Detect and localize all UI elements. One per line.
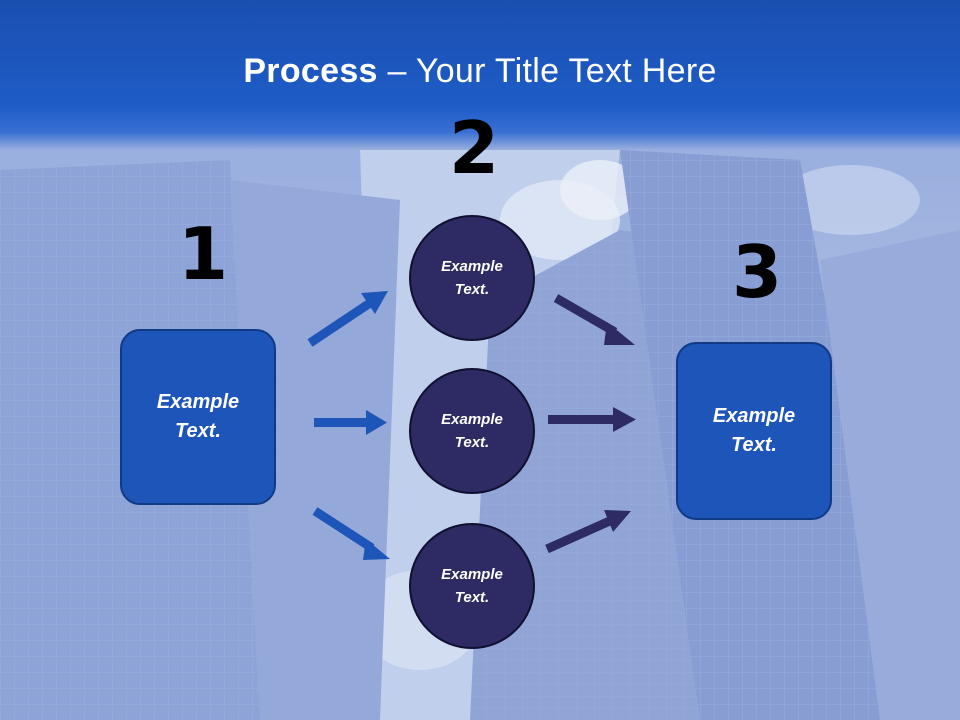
arrow-left-middle	[314, 410, 387, 435]
arrow-right-middle	[548, 407, 636, 432]
circle-top-label: Example Text.	[441, 258, 503, 298]
arrow-left-down	[312, 507, 390, 560]
circle-middle-label: Example Text.	[441, 411, 503, 451]
title-rest: – Your Title Text Here	[377, 52, 717, 90]
slide-title: Process – Your Title Text Here	[0, 52, 960, 91]
arrow-right-down	[553, 294, 635, 345]
step-2-circle-top: Example Text.	[409, 215, 535, 341]
step-number-1: 1	[178, 212, 229, 296]
step-1-box: Example Text.	[120, 329, 276, 505]
arrow-left-up	[307, 291, 388, 347]
arrow-right-up	[545, 510, 631, 554]
step-1-box-label: Example Text.	[156, 391, 240, 442]
step-number-3: 3	[732, 230, 783, 314]
circle-bottom-label: Example Text.	[441, 566, 503, 606]
step-3-box-label: Example Text.	[712, 405, 796, 456]
title-bar	[0, 0, 960, 150]
step-3-box: Example Text.	[676, 342, 832, 520]
title-bold: Process	[243, 52, 378, 90]
step-2-circle-bottom: Example Text.	[409, 523, 535, 649]
step-2-circle-middle: Example Text.	[409, 368, 535, 494]
step-number-2: 2	[449, 106, 500, 190]
